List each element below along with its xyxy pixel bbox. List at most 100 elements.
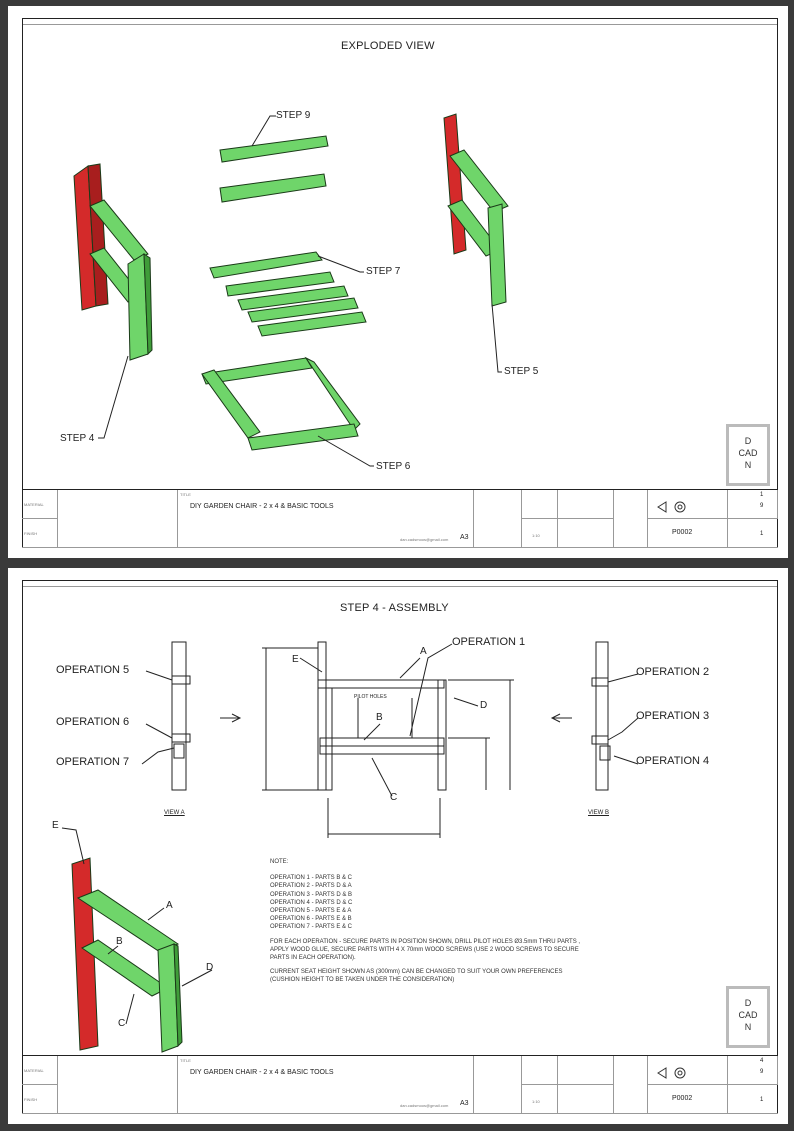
step7-label: STEP 7 [366, 266, 401, 277]
right-side-frame [443, 113, 509, 307]
material-cell: MATERIAL [22, 490, 58, 519]
scale-cell: 1:10 [522, 519, 558, 548]
logo-line-3: N [744, 460, 752, 470]
note-line: OPERATION 7 - PARTS E & C [270, 924, 353, 931]
view-a-elevation [171, 641, 191, 791]
operation-4-label: OPERATION 4 [636, 755, 710, 767]
scale-cell: 1:10 [522, 1085, 558, 1114]
dcadn-logo: D CAD N [726, 424, 770, 486]
note-line: OPERATION 2 - PARTS D & A [270, 883, 352, 890]
drawn-by-cell [558, 490, 614, 519]
front-elevation [262, 641, 514, 838]
note-para2: (CUSHION HEIGHT TO BE TAKEN UNDER THE CO… [270, 977, 455, 984]
view-b-label: VIEW B [588, 810, 610, 816]
operation-7-label: OPERATION 7 [56, 756, 130, 768]
date-cell [614, 490, 648, 548]
dims-cell [474, 490, 522, 548]
step5-label: STEP 5 [504, 366, 539, 377]
title-block: MATERIAL FINISH TITLE DIY GARDEN CHAIR -… [22, 489, 778, 548]
revision-cell: 1 [728, 1085, 778, 1114]
projection-symbol-icon [657, 1067, 686, 1079]
drawing-no-cell: P0002 [648, 1085, 728, 1114]
dims-cell [474, 1056, 522, 1114]
operation-6-label: OPERATION 6 [56, 716, 130, 728]
tolerance-cell [522, 1056, 558, 1085]
blank-cell [58, 1056, 178, 1114]
isometric-side-assembly [71, 857, 183, 1053]
blank-cell [58, 490, 178, 548]
operation-5-label: OPERATION 5 [56, 664, 130, 676]
assembly-drawing [61, 641, 639, 1053]
finish-cell: FINISH [22, 1085, 58, 1114]
leader-lines [98, 115, 502, 467]
logo-line-2: CAD [738, 448, 758, 458]
finish-cell: FINISH [22, 519, 58, 548]
step9-label: STEP 9 [276, 110, 311, 121]
drawing-sheet-step4-assembly: STEP 4 - ASSEMBLY [8, 568, 788, 1124]
view-b-elevation [591, 641, 611, 791]
drawn-by-cell [558, 1056, 614, 1085]
step7-seat-slats [209, 251, 367, 337]
logo-line-1: D [744, 998, 752, 1008]
step4-label: STEP 4 [60, 433, 95, 444]
sheet-title: STEP 4 - ASSEMBLY [340, 602, 449, 614]
title-block: MATERIAL FINISH TITLE DIY GARDEN CHAIR -… [22, 1055, 778, 1114]
operation-2-label: OPERATION 2 [636, 666, 710, 678]
dcadn-logo: D CAD N [726, 986, 770, 1048]
iso-part-b-label: B [116, 936, 123, 947]
logo-line-1: D [744, 436, 752, 446]
part-c-label: C [390, 792, 398, 803]
drawing-title: DIY GARDEN CHAIR - 2 x 4 & BASIC TOOLS [190, 503, 334, 510]
part-e-label: E [292, 654, 299, 665]
step6-base-frame [201, 356, 361, 451]
drawing-title: DIY GARDEN CHAIR - 2 x 4 & BASIC TOOLS [190, 1069, 334, 1076]
logo-line-2: CAD [738, 1010, 758, 1020]
revision-cell: 1 [728, 519, 778, 548]
sheet-cell: 1 9 [728, 490, 778, 519]
note-para1: PARTS IN EACH OPERATION). [270, 955, 356, 962]
iso-part-e-label: E [52, 820, 59, 831]
step6-label: STEP 6 [376, 461, 411, 472]
projection-cell [648, 1056, 728, 1085]
date-cell [614, 1056, 648, 1114]
sheet-title: EXPLODED VIEW [341, 40, 435, 52]
note-line: OPERATION 4 - PARTS D & C [270, 899, 353, 906]
note-line: OPERATION 3 - PARTS D & B [270, 891, 353, 898]
frame-tick-band [22, 580, 778, 587]
iso-part-c-label: C [118, 1018, 126, 1029]
step9-boards [219, 135, 329, 203]
approved-cell [558, 1085, 614, 1114]
projection-cell [648, 490, 728, 519]
drawing-no-cell: P0002 [648, 519, 728, 548]
email-text: dan.cadsmoos@gmail.com [400, 1103, 449, 1108]
email-text: dan.cadsmoos@gmail.com [400, 537, 449, 542]
operation-1-label: OPERATION 1 [452, 636, 526, 648]
title-cell: TITLE DIY GARDEN CHAIR - 2 x 4 & BASIC T… [178, 1056, 474, 1114]
note-line: OPERATION 1 - PARTS B & C [270, 875, 353, 882]
approved-cell [558, 519, 614, 548]
drawing-sheet-exploded-view: EXPLODED VIEW [8, 6, 788, 558]
note-heading: NOTE: [270, 859, 289, 865]
note-line: OPERATION 6 - PARTS E & B [270, 916, 352, 923]
note-line: OPERATION 5 - PARTS E & A [270, 908, 352, 915]
iso-part-a-label: A [166, 900, 173, 911]
projection-symbol-icon [657, 501, 686, 513]
pilot-holes-label: PILOT HOLES [354, 694, 387, 700]
frame-tick-band [22, 18, 778, 25]
paper-size: A3 [460, 1100, 469, 1107]
view-a-label: VIEW A [164, 810, 185, 816]
logo-line-3: N [744, 1022, 752, 1032]
part-d-label: D [480, 700, 488, 711]
part-b-label: B [376, 712, 383, 723]
note-para1: APPLY WOOD GLUE, SECURE PARTS WITH 4 X 7… [270, 946, 579, 953]
note-para2: CURRENT SEAT HEIGHT SHOWN AS (300mm) CAN… [270, 969, 563, 976]
exploded-view-drawing [73, 113, 509, 467]
tolerance-cell [522, 490, 558, 519]
iso-part-d-label: D [206, 962, 214, 973]
operation-3-label: OPERATION 3 [636, 710, 710, 722]
material-cell: MATERIAL [22, 1056, 58, 1085]
assembly-notes: NOTE: OPERATION 1 - PARTS B & C OPERATIO… [270, 858, 670, 985]
left-side-frame [73, 163, 153, 361]
part-a-label: A [420, 646, 427, 657]
note-para1: FOR EACH OPERATION - SECURE PARTS IN POS… [270, 938, 581, 945]
